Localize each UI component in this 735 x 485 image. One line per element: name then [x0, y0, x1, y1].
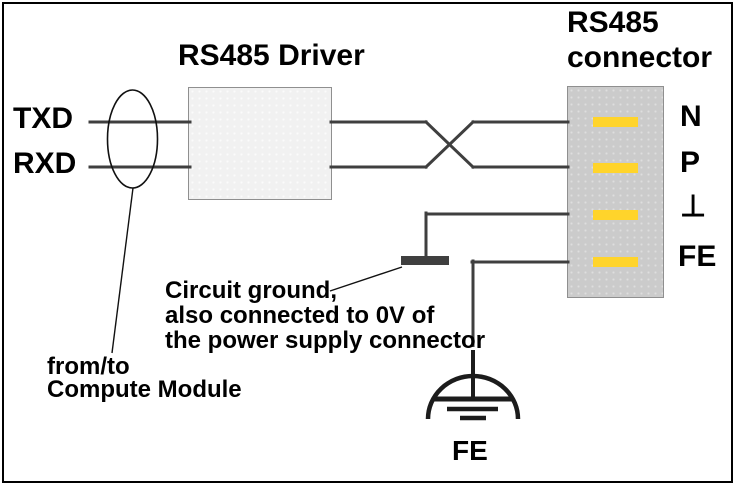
earth-symbol-label: FE — [452, 435, 488, 466]
connector-title-line2: connector — [567, 41, 713, 74]
connector-title-line1: RS485 — [567, 6, 659, 39]
connector-pin-ground — [593, 210, 638, 220]
pin-label-ground: ⊥ — [680, 190, 707, 223]
circuit-ground-note: Circuit ground, also connected to 0V of … — [165, 278, 485, 353]
txd-label: TXD — [13, 102, 73, 135]
compute-module-note: from/to Compute Module — [47, 353, 242, 403]
driver-title: RS485 Driver — [178, 39, 365, 72]
rxd-label: RXD — [13, 147, 77, 180]
connector-pin-p — [593, 163, 638, 173]
rs485-driver-box — [188, 87, 332, 200]
pin-label-n: N — [680, 100, 702, 133]
connector-pin-fe — [593, 257, 638, 267]
circuit-ground-note-line3: the power supply connector — [165, 327, 486, 354]
pin-label-fe: FE — [678, 240, 717, 273]
connector-title: RS485 connector — [567, 5, 712, 75]
compute-module-note-line1: from/to — [47, 353, 130, 380]
compute-module-note-line2: Compute Module — [47, 376, 242, 403]
circuit-ground-note-line1: Circuit ground, — [165, 277, 337, 304]
circuit-ground-note-line2: also connected to 0V of — [165, 302, 435, 329]
pin-label-p: P — [680, 146, 701, 179]
connector-pin-n — [593, 117, 638, 127]
